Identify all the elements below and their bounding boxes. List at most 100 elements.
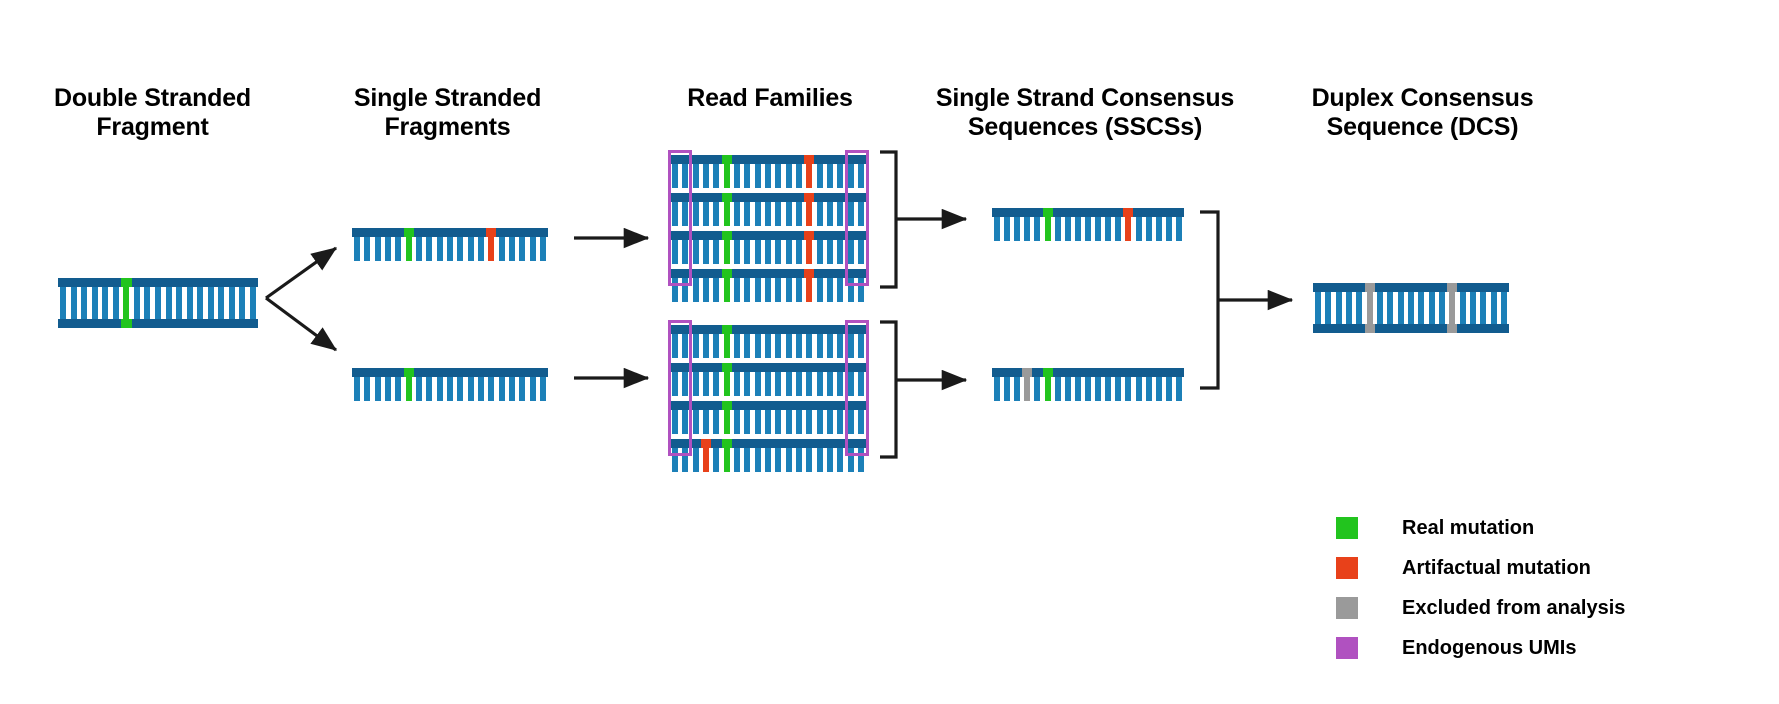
strand-rung — [847, 278, 854, 302]
strand-rung — [785, 334, 792, 358]
strand-rung — [1085, 217, 1091, 241]
strand-backbone-top — [992, 208, 1184, 217]
strand-rung — [816, 372, 823, 396]
strand-rung-green — [723, 278, 730, 302]
strand-backbone-mark-grey — [1022, 368, 1033, 377]
header-line-2: Sequences (SSCSs) — [967, 112, 1203, 141]
strand-rung — [1115, 217, 1122, 241]
strand-backbone-mark-green — [721, 325, 732, 334]
strand-rung — [816, 240, 823, 264]
strand-backbone-top — [352, 228, 548, 237]
strand-rung — [1175, 377, 1182, 401]
strand-rung-green — [723, 372, 730, 396]
strand-rung — [477, 377, 484, 401]
strand-rung — [847, 448, 854, 472]
strand-rung — [795, 164, 802, 188]
strand-rung — [847, 334, 854, 358]
read — [670, 269, 866, 302]
strand-backbone-mark-green — [121, 278, 132, 287]
strand-rung — [112, 287, 119, 319]
strand-rung — [734, 240, 741, 264]
strand-rung — [1095, 217, 1102, 241]
strand-rung — [165, 287, 172, 319]
strand-rung — [816, 164, 823, 188]
strand-rung — [1428, 292, 1435, 324]
duplex-consensus-sequence — [1313, 283, 1509, 333]
strand-backbone-top — [352, 368, 548, 377]
strand-rung — [672, 278, 679, 302]
strand-rung — [703, 372, 710, 396]
strand-rung — [713, 372, 720, 396]
sscs-bottom — [992, 368, 1184, 401]
strand-backbone-mark-orange — [700, 439, 712, 448]
strand-rung — [785, 164, 792, 188]
strand-rung — [734, 372, 741, 396]
strand-rung-grey — [1366, 292, 1373, 324]
strand-rung — [416, 237, 423, 261]
strand-rung — [1074, 377, 1081, 401]
strand-rung-green — [723, 448, 730, 472]
strand-rung — [816, 448, 823, 472]
strand-rung — [102, 287, 109, 319]
strand-rung — [734, 410, 741, 434]
strand-backbone-bottom — [1313, 324, 1509, 333]
strand-rung — [467, 377, 474, 401]
strand-rung — [385, 237, 392, 261]
bracket-top — [880, 150, 968, 289]
read — [670, 439, 866, 472]
strand-rung — [734, 334, 741, 358]
strand-rung — [857, 410, 864, 434]
strand-rung — [682, 164, 689, 188]
strand-rung — [508, 377, 515, 401]
strand-rung — [477, 237, 484, 261]
strand-rung — [703, 202, 710, 226]
strand-rung — [1356, 292, 1363, 324]
strand-rung — [744, 334, 751, 358]
strand-rung — [713, 202, 720, 226]
strand-rung — [754, 410, 761, 434]
strand-rung — [692, 278, 699, 302]
strand-rung-orange — [806, 278, 813, 302]
strand-rung — [1105, 217, 1112, 241]
strand-rung — [228, 287, 235, 319]
strand-rung — [847, 202, 854, 226]
strand-rung — [672, 202, 679, 226]
strand-rung — [816, 334, 823, 358]
legend-item-real-mutation: Real mutation — [1336, 508, 1625, 548]
strand-rung — [754, 278, 761, 302]
strand-rung — [795, 278, 802, 302]
strand-rung — [734, 278, 741, 302]
strand-rung — [765, 278, 771, 302]
strand-rung — [467, 237, 474, 261]
strand-rung — [672, 410, 679, 434]
strand-rung — [1459, 292, 1466, 324]
strand-backbone-mark-green — [721, 155, 732, 164]
strand-rung — [447, 377, 453, 401]
strand-rung — [1480, 292, 1487, 324]
header-single-strand-consensus-sequences: Single Strand Consensus Sequences (SSCSs… — [920, 84, 1250, 141]
strand-rung — [857, 278, 864, 302]
strand-rung — [826, 164, 833, 188]
strand-rung — [826, 202, 833, 226]
strand-rung — [857, 334, 864, 358]
strand-rung — [857, 164, 864, 188]
strand-rung — [754, 240, 761, 264]
strand-rung-grey — [1024, 377, 1031, 401]
strand-rung — [519, 377, 526, 401]
strand-rung-orange — [1125, 217, 1132, 241]
strand-rung — [60, 287, 67, 319]
strand-rung — [176, 287, 183, 319]
strand-rung — [744, 372, 751, 396]
strand-rung-green — [723, 410, 730, 434]
strand-rung-orange — [488, 237, 495, 261]
strand-rung — [539, 377, 546, 401]
strand-rung — [91, 287, 98, 319]
umi-box — [668, 320, 692, 456]
sscs-top — [992, 208, 1184, 241]
strand-backbone-mark-green — [1042, 208, 1053, 217]
strand-backbone-top — [670, 231, 866, 240]
strand-rung — [354, 237, 361, 261]
strand-rung-orange — [806, 202, 813, 226]
strand-rung — [155, 287, 161, 319]
